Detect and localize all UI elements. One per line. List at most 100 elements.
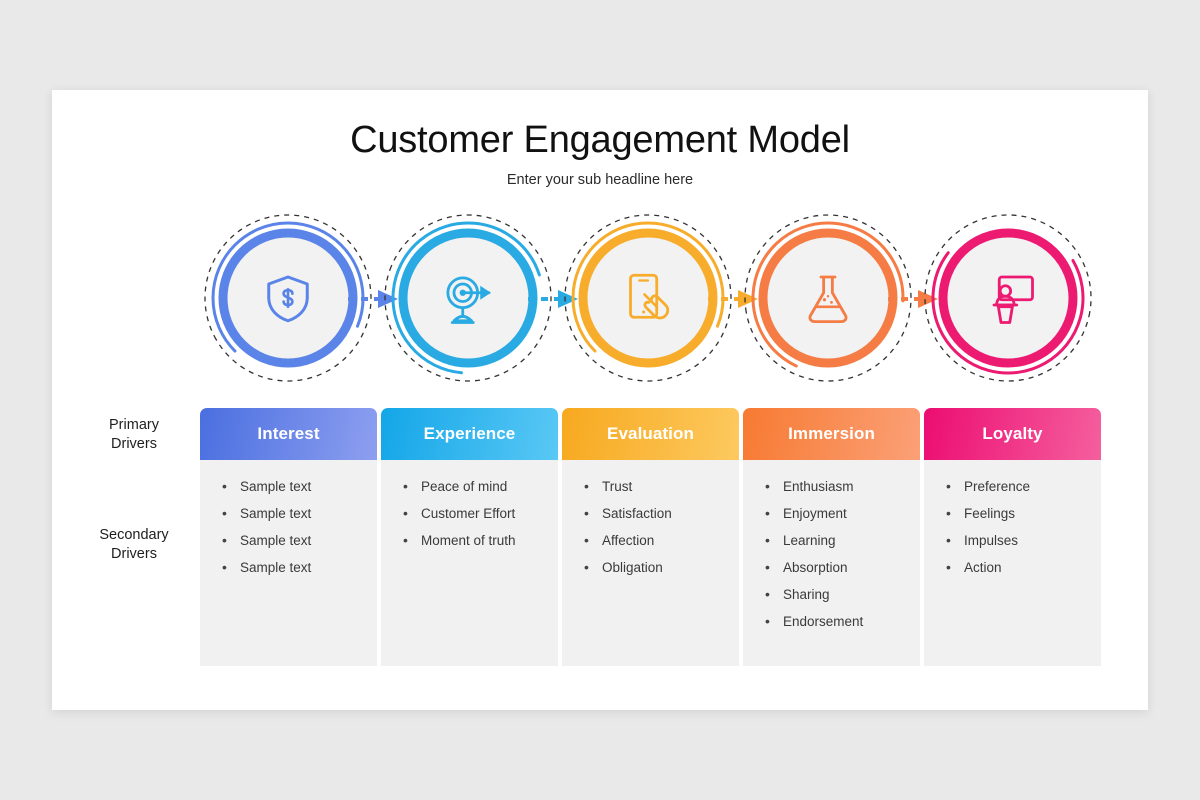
bullet-icon: • [222,532,227,548]
list-item: • Customer Effort [403,505,550,522]
list-item: • Feelings [946,505,1093,522]
slide-canvas: Customer Engagement Model Enter your sub… [52,90,1148,710]
bullet-icon: • [222,559,227,575]
list-item-label: Sample text [240,560,312,575]
bullet-icon: • [584,505,589,521]
list-item: • Sample text [222,505,369,522]
bullet-icon: • [765,505,770,521]
list-item: • Obligation [584,559,731,576]
bullet-icon: • [946,505,951,521]
list-item: • Sample text [222,532,369,549]
list-item-label: Preference [964,479,1031,494]
list-item: • Preference [946,478,1093,495]
bullet-icon: • [222,505,227,521]
driver-column-immersion: Immersion • Enthusiasm • Enjoyment • Lea… [741,408,922,666]
list-item: • Enthusiasm [765,478,912,495]
list-item-label: Customer Effort [421,506,516,521]
column-header-evaluation[interactable]: Evaluation [562,408,739,460]
column-body-loyalty: • Preference • Feelings • Impulses • Act… [924,460,1101,666]
bullet-icon: • [765,532,770,548]
list-item-label: Endorsement [783,614,864,629]
column-header-label: Evaluation [607,424,694,443]
dashed-outer-ring [384,214,552,382]
list-item-label: Learning [783,533,836,548]
driver-column-loyalty: Loyalty • Preference • Feelings • Impuls… [922,408,1103,666]
lab-flask-icon [800,270,856,326]
thin-accent-arc [751,221,905,375]
thin-accent-arc [571,221,725,375]
bullet-icon: • [946,532,951,548]
dashed-outer-ring [744,214,912,382]
row-label-secondary-drivers: Secondary Drivers [99,527,169,562]
list-item: • Action [946,559,1093,576]
bullet-icon: • [403,532,408,548]
row-label-primary-drivers: Primary Drivers [109,417,159,452]
bullet-icon: • [222,478,227,494]
column-body-evaluation: • Trust • Satisfaction • Affection • Obl… [562,460,739,666]
column-body-immersion: • Enthusiasm • Enjoyment • Learning • Ab… [743,460,920,666]
list-item-label: Enjoyment [783,506,847,521]
main-ring [938,228,1078,368]
column-header-experience[interactable]: Experience [381,408,558,460]
list-item: • Moment of truth [403,532,550,549]
list-item-label: Absorption [783,560,848,575]
list-item-label: Action [964,560,1002,575]
list-item: • Absorption [765,559,912,576]
list-item-label: Impulses [964,533,1019,548]
page-title: Customer Engagement Model [350,119,850,161]
thin-accent-arc [931,221,1085,375]
list-item-label: Feelings [964,506,1016,521]
process-circle-immersion[interactable] [738,208,918,388]
bullet-icon: • [584,559,589,575]
page-subtitle: Enter your sub headline here [506,172,694,188]
bullet-icon: • [765,613,770,629]
bullet-icon: • [946,478,951,494]
bullet-icon: • [584,532,589,548]
column-header-loyalty[interactable]: Loyalty [924,408,1101,460]
list-item: • Affection [584,532,731,549]
bullet-icon: • [946,559,951,575]
driver-column-evaluation: Evaluation • Trust • Satisfaction • Affe… [560,408,741,666]
thin-accent-arc [391,221,545,375]
list-item-label: Sharing [783,587,830,602]
list-item-label: Satisfaction [602,506,672,521]
bullet-icon: • [765,586,770,602]
list-item-label: Enthusiasm [783,479,854,494]
driver-column-interest: Interest • Sample text • Sample text • S… [198,408,379,666]
list-item: • Sample text [222,478,369,495]
list-item-label: Moment of truth [421,533,516,548]
list-item: • Sharing [765,586,912,603]
bullet-icon: • [403,505,408,521]
smartphone-tap-icon [620,270,676,326]
podium-presenter-icon [980,270,1036,326]
arrow-head [378,290,398,308]
list-item: • Trust [584,478,731,495]
column-header-interest[interactable]: Interest [200,408,377,460]
process-circle-loyalty[interactable] [918,208,1098,388]
list-item: • Satisfaction [584,505,731,522]
drivers-table: Interest • Sample text • Sample text • S… [198,408,1103,666]
list-item: • Peace of mind [403,478,550,495]
list-item-label: Sample text [240,479,312,494]
column-header-immersion[interactable]: Immersion [743,408,920,460]
column-header-label: Experience [423,424,516,443]
arrow-head [918,290,938,308]
list-item: • Endorsement [765,613,912,630]
process-circle-experience[interactable] [378,208,558,388]
bullet-icon: • [765,478,770,494]
column-body-experience: • Peace of mind • Customer Effort • Mome… [381,460,558,666]
arrow-head [738,290,758,308]
thin-accent-arc [211,221,365,375]
list-item-label: Sample text [240,533,312,548]
arrow-head [558,290,578,308]
bullet-icon: • [403,478,408,494]
column-header-label: Loyalty [982,424,1043,443]
bullet-icon: • [584,478,589,494]
column-header-label: Interest [257,424,320,443]
column-header-label: Immersion [788,424,875,443]
list-item: • Sample text [222,559,369,576]
shield-dollar-icon [260,270,316,326]
column-body-interest: • Sample text • Sample text • Sample tex… [200,460,377,666]
list-item-label: Affection [602,533,655,548]
list-item: • Enjoyment [765,505,912,522]
